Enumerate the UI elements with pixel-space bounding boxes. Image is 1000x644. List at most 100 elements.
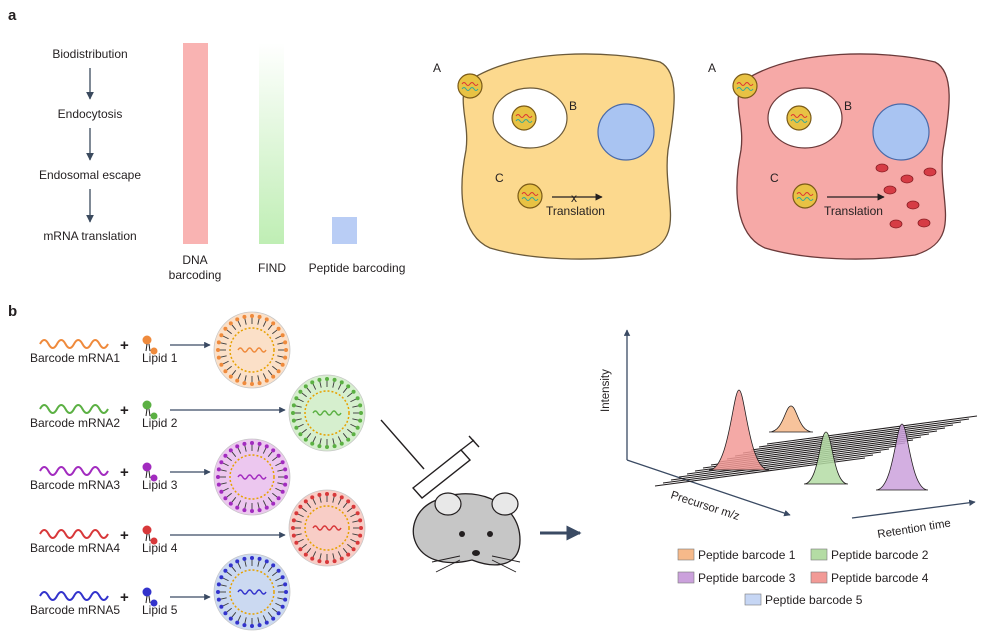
slice-line xyxy=(750,421,962,451)
dna-barcoding-bar xyxy=(183,43,208,244)
legend-label: Peptide barcode 5 xyxy=(765,593,863,607)
peak xyxy=(875,423,929,491)
nucleus xyxy=(872,103,930,161)
legend-item: Peptide barcode 2 xyxy=(810,548,929,562)
translation-label: Translation xyxy=(546,204,605,218)
formulation-row: Barcode mRNA2+ Lipid 2 xyxy=(30,400,286,430)
plus-sign: + xyxy=(120,337,129,354)
lipid-label: Lipid 1 xyxy=(142,351,178,365)
step-endocytosis: Endocytosis xyxy=(58,107,123,121)
peak xyxy=(768,405,814,433)
legend: Peptide barcode 1 Peptide barcode 2 Peptid… xyxy=(677,548,929,607)
legend-swatch xyxy=(744,593,762,606)
step-list: Biodistribution Endocytosis Endosomal es… xyxy=(39,47,141,243)
legend-label: Peptide barcode 2 xyxy=(831,548,929,562)
legend-label: Peptide barcode 3 xyxy=(698,571,796,585)
lnp-particle xyxy=(288,489,366,567)
formulation-row: Barcode mRNA4+ Lipid 4 xyxy=(30,525,286,555)
slice-line xyxy=(662,454,874,484)
step-mrna-translation: mRNA translation xyxy=(43,229,136,243)
step-endosomal-escape: Endosomal escape xyxy=(39,168,141,182)
formulation-row: Barcode mRNA5+ Lipid 5 xyxy=(30,587,211,617)
mrna-wave-icon xyxy=(39,529,109,539)
peak xyxy=(708,389,770,471)
plus-sign: + xyxy=(120,402,129,419)
slice-line xyxy=(734,427,946,457)
peptide-barcoding-label: Peptide barcoding xyxy=(309,261,406,275)
intensity-label: Intensity xyxy=(600,369,612,412)
label-c: C xyxy=(495,171,504,185)
step-biodistribution: Biodistribution xyxy=(52,47,127,61)
legend-swatch xyxy=(677,571,695,584)
formulation-row: Barcode mRNA1+ Lipid 1 xyxy=(30,335,211,365)
slice-line xyxy=(742,424,954,454)
lnp-particles xyxy=(213,311,366,631)
label-a: A xyxy=(433,61,441,75)
lnp-particle xyxy=(213,311,291,389)
lipid-label: Lipid 2 xyxy=(142,416,178,430)
nucleus xyxy=(597,103,655,161)
lipid-icon xyxy=(142,525,158,545)
lipid-label: Lipid 3 xyxy=(142,478,178,492)
cell-body xyxy=(736,53,950,260)
nanoparticle-c xyxy=(792,183,818,209)
legend-item: Peptide barcode 5 xyxy=(744,593,863,607)
legend-label: Peptide barcode 1 xyxy=(698,548,796,562)
dna-barcoding-label-1: DNA xyxy=(182,253,207,267)
plus-sign: + xyxy=(120,527,129,544)
legend-item: Peptide barcode 1 xyxy=(677,548,796,562)
mrna-label: Barcode mRNA5 xyxy=(30,603,120,617)
lnp-particle xyxy=(213,438,291,516)
lnp-particle xyxy=(288,374,366,452)
peptide-barcoding-bar xyxy=(332,217,357,244)
panel-a-letter: a xyxy=(8,7,17,24)
x-axis xyxy=(626,459,791,517)
mrna-wave-icon xyxy=(39,339,109,349)
lnp-particle xyxy=(213,553,291,631)
legend-item: Peptide barcode 4 xyxy=(810,571,929,585)
x-mark: x xyxy=(571,191,577,205)
plus-sign: + xyxy=(120,464,129,481)
find-bar xyxy=(259,43,284,244)
lipid-icon xyxy=(142,462,158,482)
legend-swatch xyxy=(677,548,695,561)
cell-left: A B C x Translation xyxy=(433,53,675,260)
formulation-row: Barcode mRNA3+ Lipid 3 xyxy=(30,462,211,492)
nanoparticle-a xyxy=(457,73,483,99)
mouse-icon xyxy=(412,492,521,573)
legend-swatch xyxy=(810,571,828,584)
mrna-label: Barcode mRNA4 xyxy=(30,541,120,555)
lipid-label: Lipid 4 xyxy=(142,541,178,555)
mrna-label: Barcode mRNA3 xyxy=(30,478,120,492)
slice-line xyxy=(670,451,882,481)
z-axis xyxy=(851,499,976,519)
panel-b-letter: b xyxy=(8,303,17,320)
mrna-label: Barcode mRNA2 xyxy=(30,416,120,430)
mrna-label: Barcode mRNA1 xyxy=(30,351,120,365)
peak xyxy=(803,431,849,485)
nanoparticle-a xyxy=(732,73,758,99)
mrna-wave-icon xyxy=(39,404,109,414)
plus-sign: + xyxy=(120,589,129,606)
nanoparticle-b xyxy=(511,105,537,131)
peaks xyxy=(708,389,929,491)
label-b: B xyxy=(569,99,577,113)
lipid-icon xyxy=(142,400,158,420)
nanoparticle-c xyxy=(517,183,543,209)
syringe-icon xyxy=(380,419,480,499)
lipid-label: Lipid 5 xyxy=(142,603,178,617)
cell-body xyxy=(461,53,675,260)
lipid-icon xyxy=(142,335,158,355)
label-b: B xyxy=(844,99,852,113)
slice-line xyxy=(758,418,970,448)
dna-barcoding-label-2: barcoding xyxy=(169,268,222,282)
legend-label: Peptide barcode 4 xyxy=(831,571,929,585)
legend-swatch xyxy=(810,548,828,561)
slice-line xyxy=(678,448,890,478)
mrna-wave-icon xyxy=(39,466,109,476)
translation-label: Translation xyxy=(824,204,883,218)
retention-time-label: Retention time xyxy=(877,518,952,541)
find-label: FIND xyxy=(258,261,286,275)
